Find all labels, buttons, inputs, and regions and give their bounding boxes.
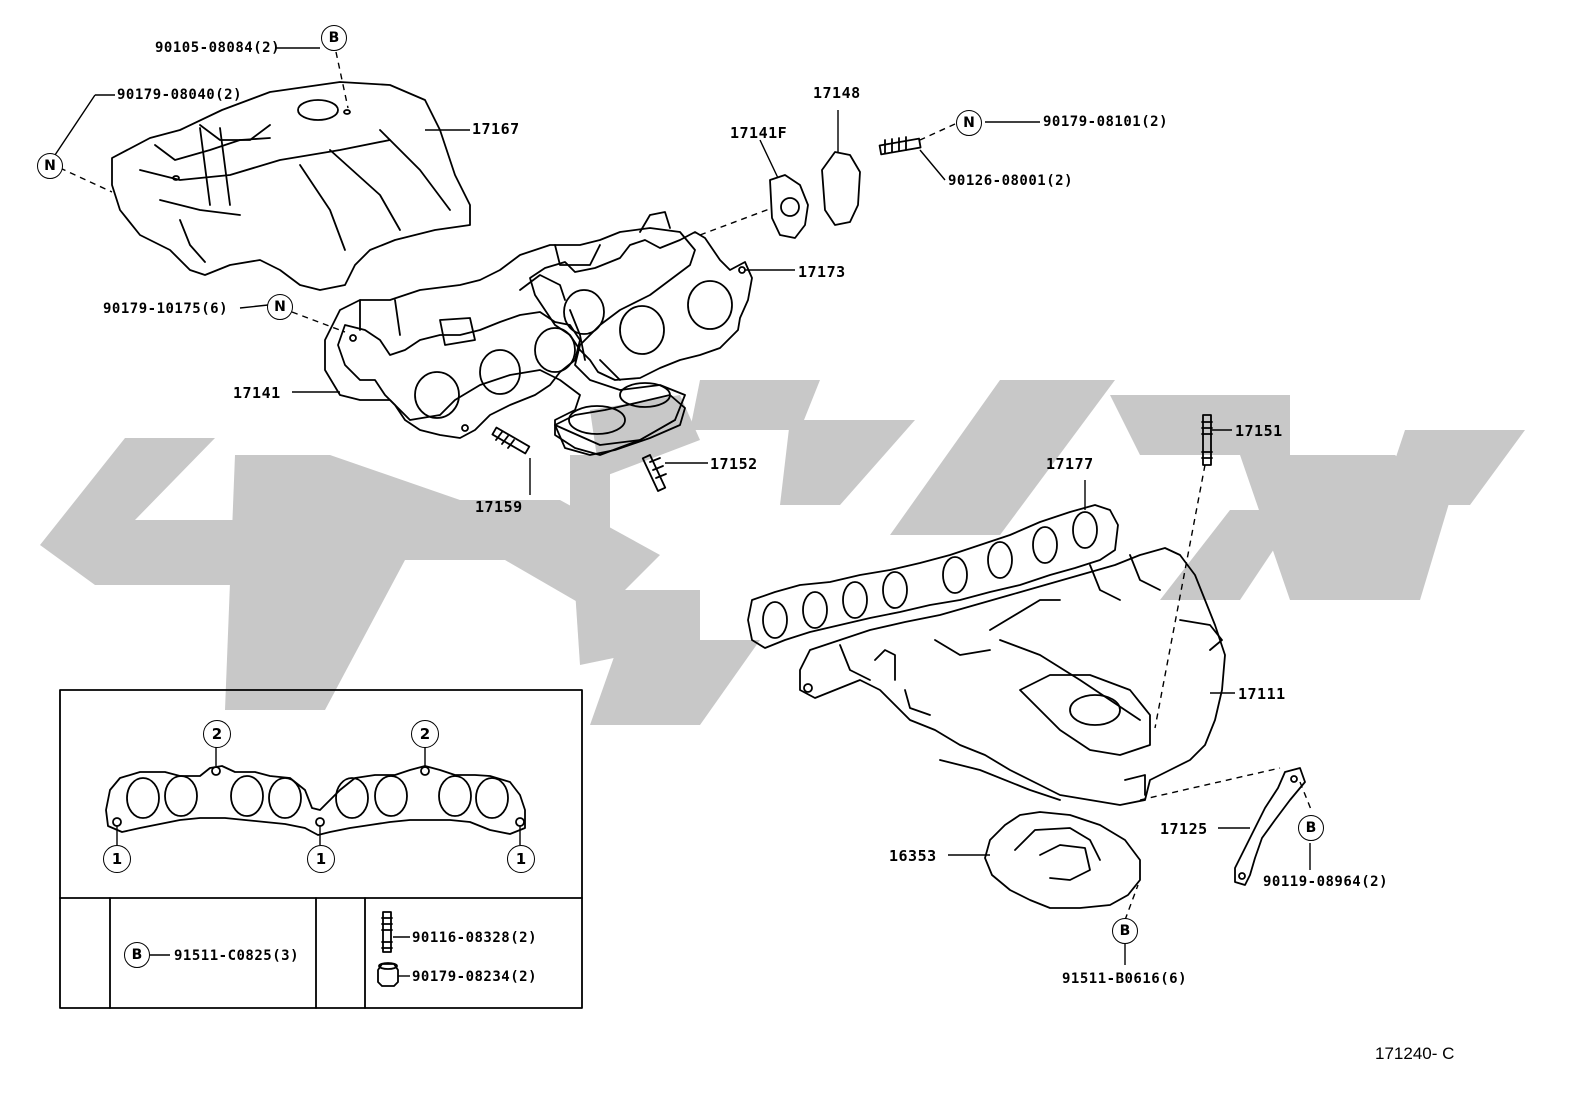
intake-gasket-17177 [747,504,1119,649]
legend-label-90116-08328: 90116-08328(2) [412,930,538,946]
cover-16353 [984,811,1141,909]
label-16353: 16353 [889,847,937,865]
legend-marker-1-middle: 1 [307,845,335,873]
label-17151: 17151 [1235,422,1283,440]
heat-insulator-17167 [111,81,471,291]
label-91511-b0616: 91511-B0616(6) [1062,971,1188,987]
label-17148: 17148 [813,84,861,102]
legend-marker-1-right: 1 [507,845,535,873]
label-17111: 17111 [1238,685,1286,703]
gasket-17141f [769,174,809,239]
cover-plate-17148 [821,151,861,226]
flange-gasket [554,394,686,456]
label-17159: 17159 [475,498,523,516]
stud-17152 [641,454,667,492]
exhaust-gasket-17173 [529,231,753,381]
legend-marker-1-left: 1 [103,845,131,873]
legend-label-91511-c0825: 91511-C0825(3) [174,948,300,964]
stud-90126 [878,136,922,156]
dashed-lines [59,51,1313,921]
legend-marker-b: B [124,942,150,968]
label-17173: 17173 [798,263,846,281]
intake-manifold-17111 [799,547,1226,806]
label-90119-08964: 90119-08964(2) [1263,874,1389,890]
label-17141: 17141 [233,384,281,402]
legend-marker-2-right: 2 [411,720,439,748]
label-90179-08101: 90179-08101(2) [1043,114,1169,130]
legend-marker-2-left: 2 [203,720,231,748]
label-17152: 17152 [710,455,758,473]
label-90179-10175: 90179-10175(6) [103,301,229,317]
marker-b-bracket: B [1298,815,1324,841]
marker-n-right: N [956,110,982,136]
label-90179-08040: 90179-08040(2) [117,87,243,103]
legend-gasket [105,765,526,836]
label-17177: 17177 [1046,455,1094,473]
marker-n-middle: N [267,294,293,320]
bracket-17125 [1234,767,1306,886]
label-90105-08084: 90105-08084(2) [155,40,281,56]
marker-n-left: N [37,153,63,179]
legend-nut-icon [377,962,399,987]
marker-b-top: B [321,25,347,51]
label-17125: 17125 [1160,820,1208,838]
label-17167: 17167 [472,120,520,138]
legend-box [59,689,583,1009]
illustration-code: 171240- C [1375,1044,1455,1063]
label-90126-08001: 90126-08001(2) [948,173,1074,189]
marker-b-cover: B [1112,918,1138,944]
exhaust-gasket-front [337,311,581,439]
watermark-logo [40,380,1525,725]
stud-17159 [491,426,531,455]
legend-stud-icon [381,911,393,953]
legend-label-90179-08234: 90179-08234(2) [412,969,538,985]
stud-17151 [1201,414,1213,466]
leader-lines [54,47,1311,977]
label-17141f: 17141F [730,124,788,142]
